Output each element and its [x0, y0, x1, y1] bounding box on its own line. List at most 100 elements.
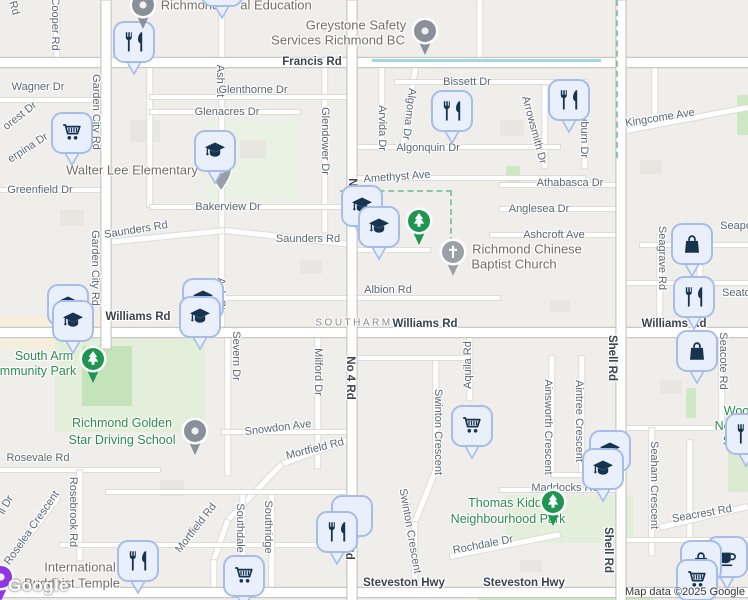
- park-label[interactable]: Richmond Golden: [71, 416, 173, 430]
- park-marker[interactable]: [404, 206, 434, 253]
- park-label[interactable]: Thomas Kidd: [468, 496, 542, 510]
- fork-knife-icon: [431, 90, 473, 145]
- restaurant-marker[interactable]: [115, 538, 161, 600]
- generic-poi-marker[interactable]: [410, 16, 440, 63]
- temple-marker[interactable]: [0, 562, 16, 600]
- street-label: Aquila Rd: [462, 341, 474, 389]
- poi-label[interactable]: Walter Lee Elementary: [66, 162, 198, 178]
- poi-dot-icon: [181, 417, 209, 455]
- school-marker[interactable]: [580, 446, 626, 509]
- road[interactable]: [687, 440, 693, 540]
- road[interactable]: [150, 94, 352, 100]
- road-label: Williams Rd: [392, 318, 458, 330]
- school-marker[interactable]: [192, 128, 238, 191]
- building-footprint: [640, 160, 662, 174]
- road[interactable]: [222, 429, 352, 435]
- road[interactable]: [412, 469, 439, 523]
- building-footprint: [240, 140, 266, 158]
- school-marker[interactable]: [177, 294, 223, 357]
- fork-knife-icon: [316, 511, 358, 566]
- road-label: Steveston Hwy: [483, 577, 565, 589]
- road[interactable]: [150, 204, 352, 210]
- poi-label[interactable]: Services Richmond BC: [271, 32, 405, 48]
- road[interactable]: [500, 206, 621, 212]
- road[interactable]: [106, 489, 352, 495]
- trail-boundary: [616, 0, 618, 158]
- road[interactable]: [352, 144, 560, 150]
- grocery-store-marker[interactable]: [49, 110, 95, 173]
- restaurant-marker[interactable]: [546, 77, 592, 140]
- park-label[interactable]: Community Park: [0, 364, 77, 378]
- restaurant-marker[interactable]: [723, 411, 748, 474]
- road[interactable]: [621, 425, 748, 431]
- road[interactable]: [500, 487, 621, 493]
- grocery-store-marker[interactable]: [449, 403, 495, 466]
- street-label: Glendower Dr: [319, 107, 331, 175]
- road[interactable]: [0, 97, 106, 103]
- school-marker[interactable]: [356, 204, 402, 267]
- graduation-cap-icon: [582, 448, 624, 503]
- shopping-marker[interactable]: [669, 221, 715, 284]
- road[interactable]: [352, 355, 470, 361]
- road[interactable]: [150, 109, 300, 115]
- road[interactable]: [490, 232, 621, 238]
- poi-label[interactable]: Richmond Chinese: [472, 241, 582, 257]
- shopping-cart-icon: [451, 405, 493, 460]
- poi-label[interactable]: International: [44, 559, 116, 575]
- poi-label[interactable]: Baptist Church: [471, 256, 557, 272]
- poi-label[interactable]: Buddhist Temple: [24, 575, 120, 591]
- street-label: Athabasca Dr: [536, 177, 604, 189]
- street-label: Southridge: [262, 500, 274, 554]
- road[interactable]: [552, 472, 582, 478]
- road-label: Williams Rd: [105, 311, 171, 323]
- major-road[interactable]: [0, 587, 748, 597]
- major-road[interactable]: [0, 57, 748, 67]
- street-label: Algoma Dr: [399, 87, 419, 141]
- hidden-poi-marker[interactable]: [199, 0, 245, 26]
- major-road[interactable]: [0, 327, 748, 337]
- road[interactable]: [60, 542, 352, 548]
- tree-icon: [539, 488, 567, 526]
- road[interactable]: [477, 0, 483, 62]
- park-label[interactable]: South Arm: [14, 349, 74, 363]
- street-label: Southdale: [234, 503, 246, 553]
- street-label: Rosebrook Rd: [67, 476, 79, 548]
- shopping-cart-icon: [676, 559, 718, 600]
- road[interactable]: [652, 62, 658, 118]
- park-label[interactable]: Neighbourhood Park: [450, 512, 566, 526]
- church-marker[interactable]: [438, 237, 468, 284]
- park-marker[interactable]: [538, 487, 568, 534]
- generic-poi-marker[interactable]: [128, 0, 158, 37]
- road[interactable]: [500, 182, 621, 188]
- graduation-cap-icon: [52, 300, 94, 355]
- street-label: Seagrave Rd: [656, 225, 668, 291]
- poi-label[interactable]: al Education: [240, 0, 312, 13]
- restaurant-marker[interactable]: [111, 19, 157, 82]
- road[interactable]: [352, 175, 585, 181]
- school-marker[interactable]: [50, 298, 96, 361]
- restaurant-marker[interactable]: [671, 274, 717, 337]
- shopping-marker[interactable]: [674, 328, 720, 391]
- road[interactable]: [621, 537, 748, 543]
- road[interactable]: [222, 295, 500, 301]
- shopping-cart-icon: [223, 555, 265, 600]
- street-label: Seaton Rd: [722, 287, 748, 299]
- grocery-store-marker[interactable]: [221, 553, 267, 600]
- generic-poi-marker[interactable]: [180, 416, 210, 463]
- grocery-store-marker[interactable]: [674, 557, 720, 600]
- poi-label[interactable]: Greystone Safety: [305, 17, 407, 33]
- road[interactable]: [0, 187, 106, 193]
- park-label[interactable]: Star Driving School: [68, 433, 176, 447]
- park-marker[interactable]: [78, 344, 108, 391]
- road[interactable]: [395, 79, 560, 85]
- street-label: Arvida Dr: [376, 105, 388, 151]
- restaurant-marker[interactable]: [429, 88, 475, 151]
- street-label: Algonquin Dr: [396, 142, 460, 154]
- street-label: Ainsworth Crescent: [542, 379, 554, 475]
- road[interactable]: [147, 62, 153, 207]
- restaurant-marker[interactable]: [314, 509, 360, 572]
- road[interactable]: [352, 247, 430, 253]
- shopping-bag-icon: [676, 330, 718, 385]
- street-label: Ashcroft Ave: [523, 229, 585, 241]
